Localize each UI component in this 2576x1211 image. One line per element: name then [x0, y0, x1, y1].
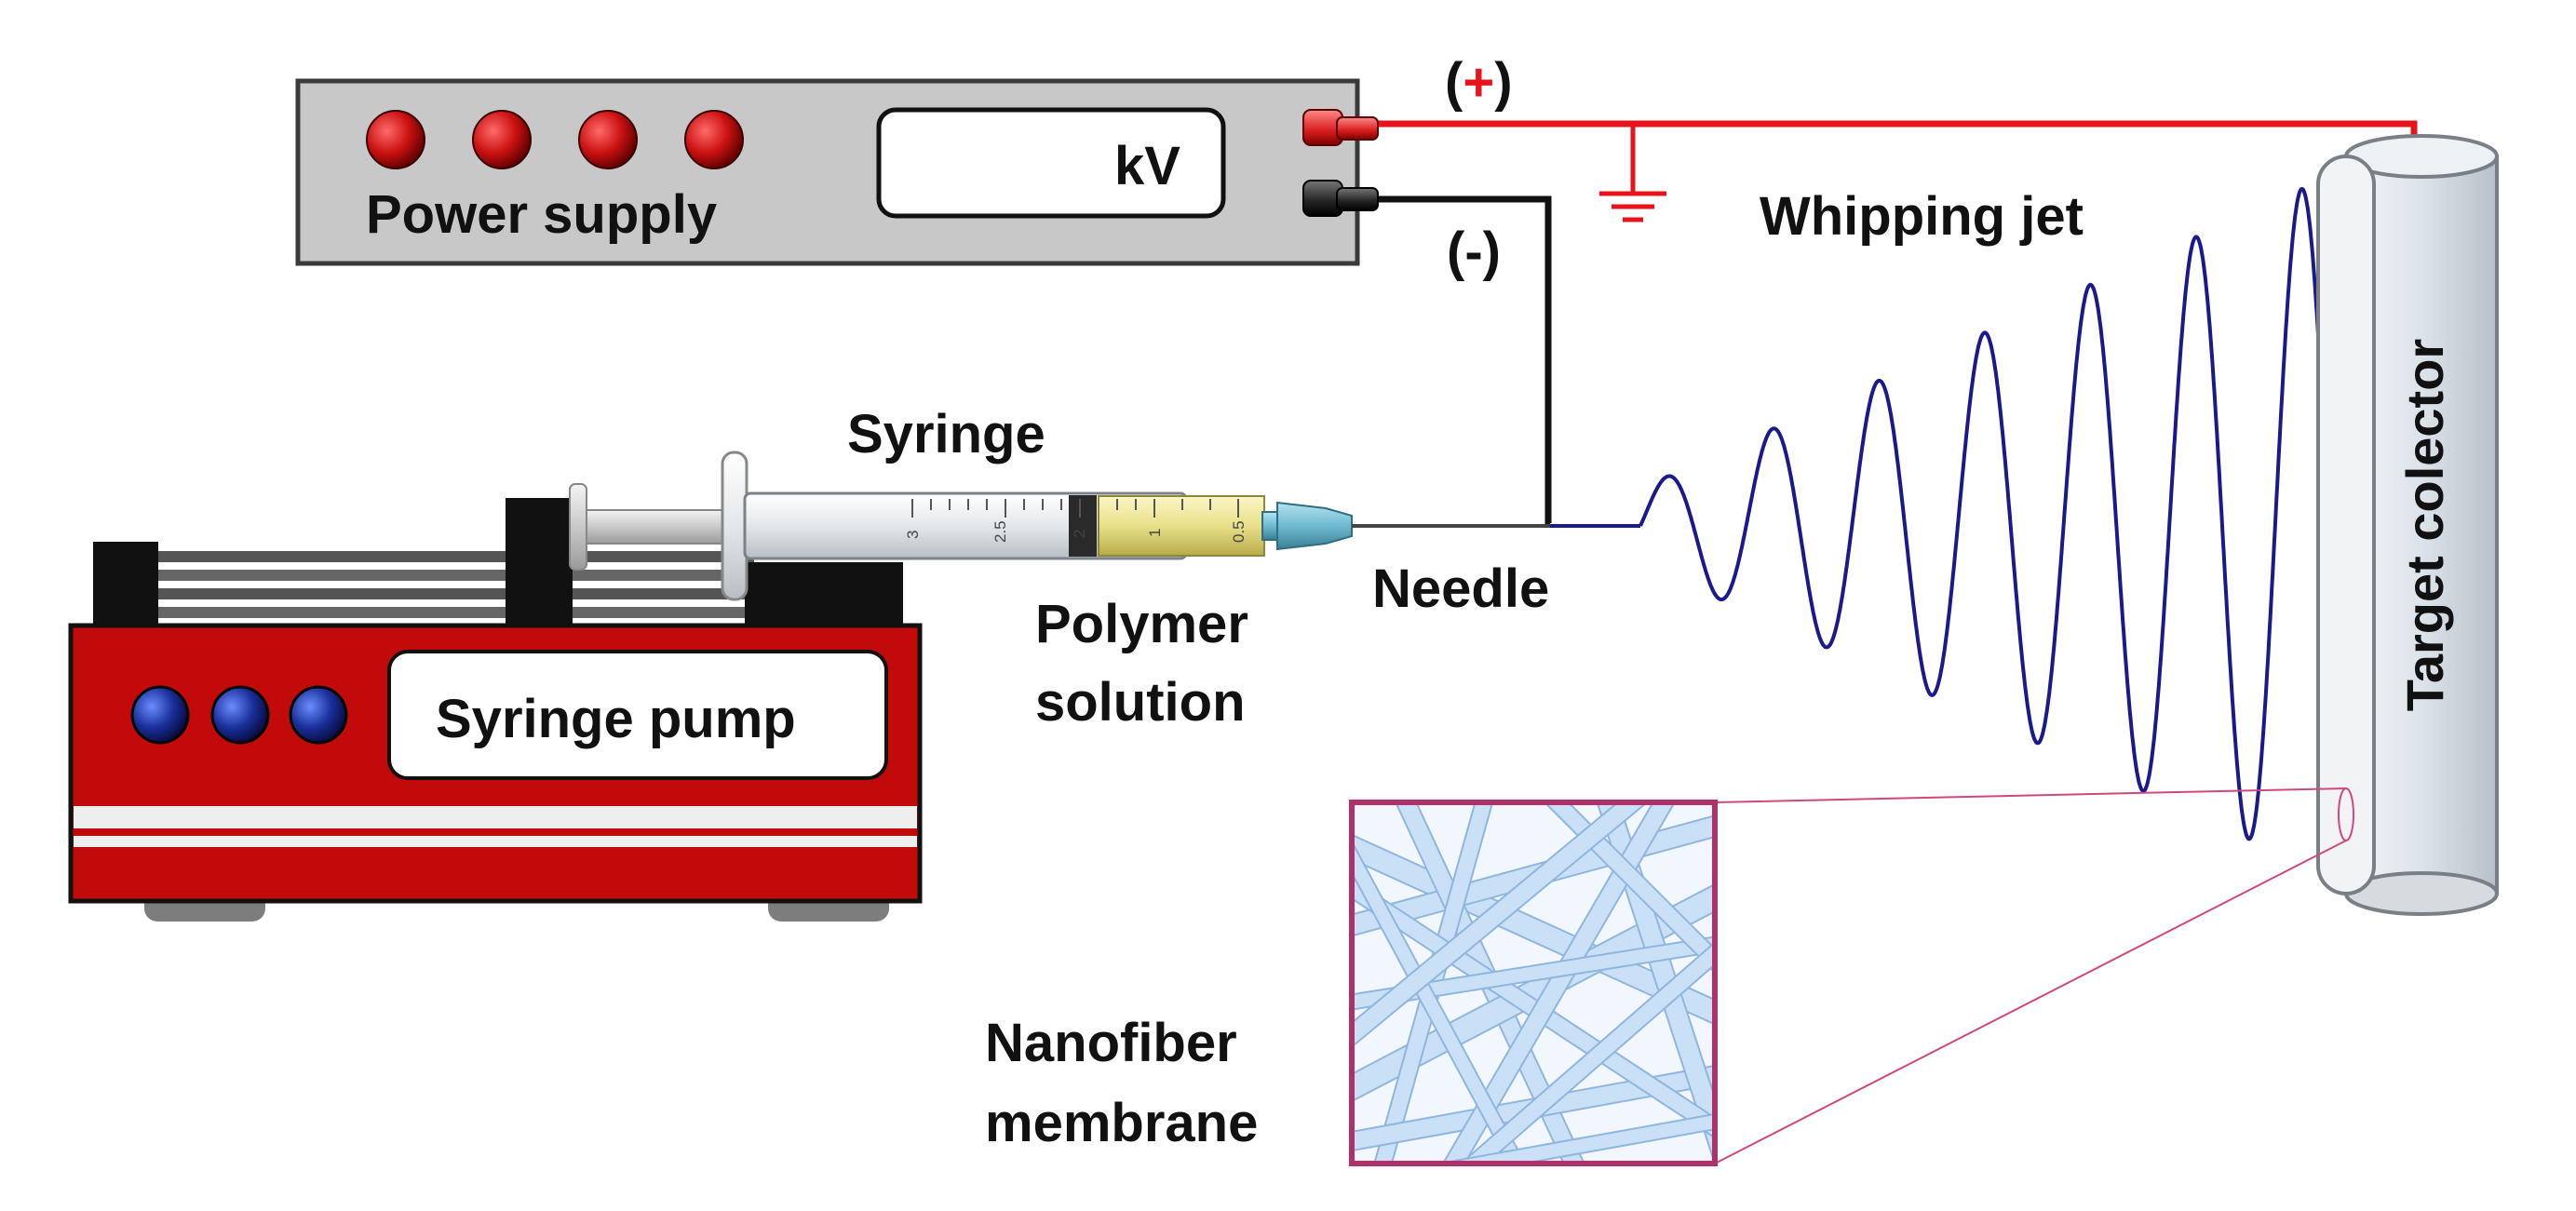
indicator-light-4: [684, 110, 744, 169]
syringe: 3 2.5 2 1 0.5: [569, 451, 1550, 601]
syringe-scale-ticks: [911, 499, 1239, 518]
positive-polarity-label: (+): [1445, 52, 1513, 113]
negative-polarity-label: (-): [1447, 222, 1501, 282]
power-supply: Power supply kV: [295, 78, 1379, 266]
pump-display: [387, 650, 888, 780]
kv-display: [876, 107, 1226, 219]
jet-spiral: [1639, 186, 2340, 841]
whipping-jet: [1550, 186, 2340, 841]
plunger-rod: [574, 509, 736, 545]
syringe-pump: Syringe pump: [68, 498, 923, 922]
pump-rails: [149, 551, 754, 618]
needle-label: Needle: [1372, 558, 1549, 619]
pump-pusher-block: [506, 498, 573, 626]
nanofiber-membrane-label-line1: Nanofiber: [985, 1013, 1237, 1073]
nanofiber-membrane: [1349, 800, 1718, 1166]
fiber-strand: [1462, 943, 1715, 1164]
fiber-strand: [1352, 843, 1525, 1164]
indicator-light-3: [578, 110, 638, 169]
polymer-solution-label-line2: solution: [1035, 672, 1246, 733]
indicator-light-2: [472, 110, 532, 169]
negative-wire: [1376, 195, 1552, 527]
whipping-jet-label: Whipping jet: [1760, 186, 2084, 247]
scale-label-3: 3: [904, 531, 922, 539]
wires: [1376, 120, 2418, 527]
power-supply-label: Power supply: [366, 184, 717, 245]
zoom-lines: [1714, 787, 2347, 1164]
positive-terminal: [1302, 109, 1379, 146]
scale-label-2-5: 2.5: [991, 520, 1009, 543]
syringe-label: Syringe: [847, 404, 1045, 464]
pump-stripe-upper: [74, 806, 917, 828]
syringe-scale-labels: 3 2.5 2 1 0.5: [904, 520, 1248, 543]
collector-front-face: [2316, 155, 2376, 895]
plunger-head: [569, 483, 587, 571]
pump-clamp-block: [745, 562, 903, 626]
pump-button-3: [289, 685, 348, 745]
scale-label-2: 2: [1071, 530, 1088, 538]
target-collector-label: Target colector: [2395, 339, 2454, 711]
fiber-strand: [1444, 1114, 1715, 1164]
scale-label-0-5: 0.5: [1230, 520, 1248, 543]
kv-unit-label: kV: [1114, 136, 1180, 196]
fiber-strand: [1352, 802, 1646, 1046]
polymer-solution-label-line1: Polymer: [1035, 594, 1248, 654]
positive-wire: [1376, 120, 2418, 169]
ground-icon: [1599, 191, 1666, 222]
pump-button-1: [130, 685, 190, 745]
scale-label-1: 1: [1146, 529, 1164, 537]
needle-hub: [1276, 501, 1353, 551]
negative-terminal: [1302, 180, 1379, 217]
indicator-light-1: [366, 110, 425, 169]
syringe-pump-label: Syringe pump: [436, 689, 796, 749]
pump-button-2: [210, 685, 270, 745]
syringe-flange: [721, 451, 749, 601]
target-collector: [2316, 134, 2499, 916]
pump-left-block: [93, 542, 158, 626]
membrane-fibers: [1352, 802, 1715, 1164]
pump-stripe-lower: [74, 836, 917, 847]
membrane-frame: [1349, 800, 1718, 1166]
plunger-seal: [1069, 495, 1097, 557]
nanofiber-membrane-label-line2: membrane: [985, 1093, 1258, 1153]
